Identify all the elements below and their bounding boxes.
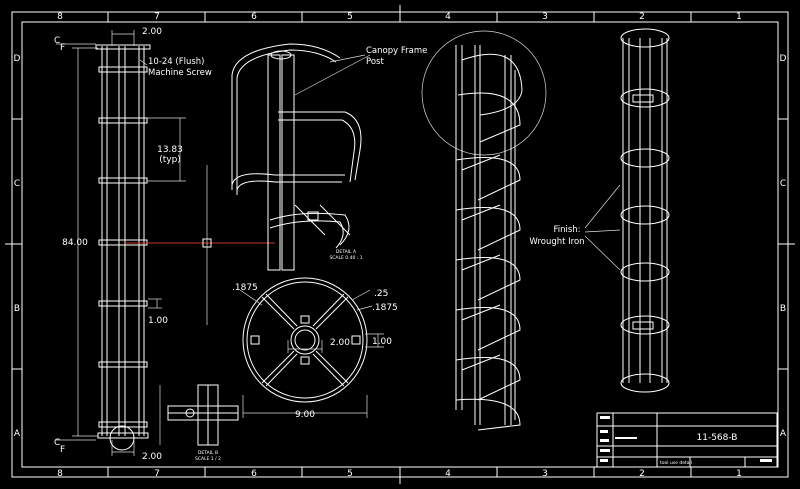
zone-row-label: A	[780, 429, 787, 439]
front-elevation-view	[56, 30, 275, 456]
zone-row-label: D	[14, 54, 21, 64]
zone-row-label: C	[780, 179, 786, 189]
callout-finish-line1: Finish:	[553, 225, 580, 235]
zone-row-label: A	[14, 429, 21, 439]
zone-col-label: 4	[445, 469, 451, 479]
dim-thickness-b: .1875	[372, 303, 398, 313]
zone-col-label: 3	[542, 12, 548, 22]
zone-col-label: 7	[154, 12, 160, 22]
zone-col-label: 2	[639, 469, 645, 479]
zone-row-label: B	[14, 304, 20, 314]
zone-col-label: 3	[542, 469, 548, 479]
callout-screw-line1: 10-24 (Flush)	[148, 57, 205, 67]
dim-hub: 2.00	[330, 338, 350, 348]
right-column-view	[584, 28, 670, 393]
zone-col-label: 1	[736, 12, 742, 22]
dim-spacing-note: (typ)	[159, 155, 181, 165]
section-mark-c-bottom: C	[54, 438, 60, 448]
section-mark-c-top: C	[54, 36, 60, 46]
zone-col-label: 1	[736, 469, 742, 479]
detail-b-view	[159, 384, 239, 446]
zone-col-label: 5	[347, 469, 353, 479]
detail-b-title: DETAIL B	[198, 450, 218, 456]
callout-canopy-line1: Canopy Frame	[366, 46, 427, 56]
title-block-note: tool use detail	[660, 460, 692, 466]
zone-col-label: 2	[639, 12, 645, 22]
drawing-number: 11-568-B	[697, 433, 738, 443]
callout-finish-line2: Wrought Iron	[529, 237, 584, 247]
dim-bottom-width: 2.00	[142, 452, 162, 462]
zone-col-label: 6	[251, 469, 257, 479]
dim-spacing: 13.83	[157, 145, 183, 155]
zone-ticks	[5, 5, 795, 484]
isometric-assembly-view	[421, 30, 547, 431]
zone-row-label: C	[14, 179, 20, 189]
section-top-view	[239, 277, 384, 418]
zone-row-label: D	[780, 54, 787, 64]
zone-labels-top: 8 7 6 5 4 3 2 1	[57, 12, 742, 22]
zone-labels-left: D C B A	[14, 54, 21, 439]
dim-top-width: 2.00	[142, 27, 162, 37]
detail-a-scale: SCALE 0.40 : 1	[329, 255, 362, 261]
zone-col-label: 8	[57, 469, 63, 479]
zone-labels-bottom: 8 7 6 5 4 3 2 1	[57, 469, 742, 479]
zone-col-label: 5	[347, 12, 353, 22]
title-block	[596, 412, 778, 468]
callout-canopy-line2: Post	[366, 57, 384, 67]
detail-a-view	[231, 43, 371, 271]
zone-col-label: 6	[251, 12, 257, 22]
detail-a-title: DETAIL A	[336, 249, 357, 255]
dim-height: 84.00	[62, 238, 88, 248]
section-mark-f-bottom: F	[60, 445, 65, 455]
zone-col-label: 7	[154, 469, 160, 479]
section-mark-f-top: F	[60, 43, 65, 53]
dim-thickness-a: .1875	[232, 283, 258, 293]
zone-col-label: 4	[445, 12, 451, 22]
dim-tab: 1.00	[372, 337, 392, 347]
callout-screw-line2: Machine Screw	[148, 68, 212, 78]
zone-col-label: 8	[57, 12, 63, 22]
dim-diameter: 9.00	[295, 410, 315, 420]
zone-labels-right: D C B A	[780, 54, 787, 439]
dim-bar: .25	[374, 289, 388, 299]
zone-row-label: B	[780, 304, 786, 314]
dim-small-gap: 1.00	[148, 316, 168, 326]
detail-b-scale: SCALE 1 / 2	[195, 456, 221, 462]
